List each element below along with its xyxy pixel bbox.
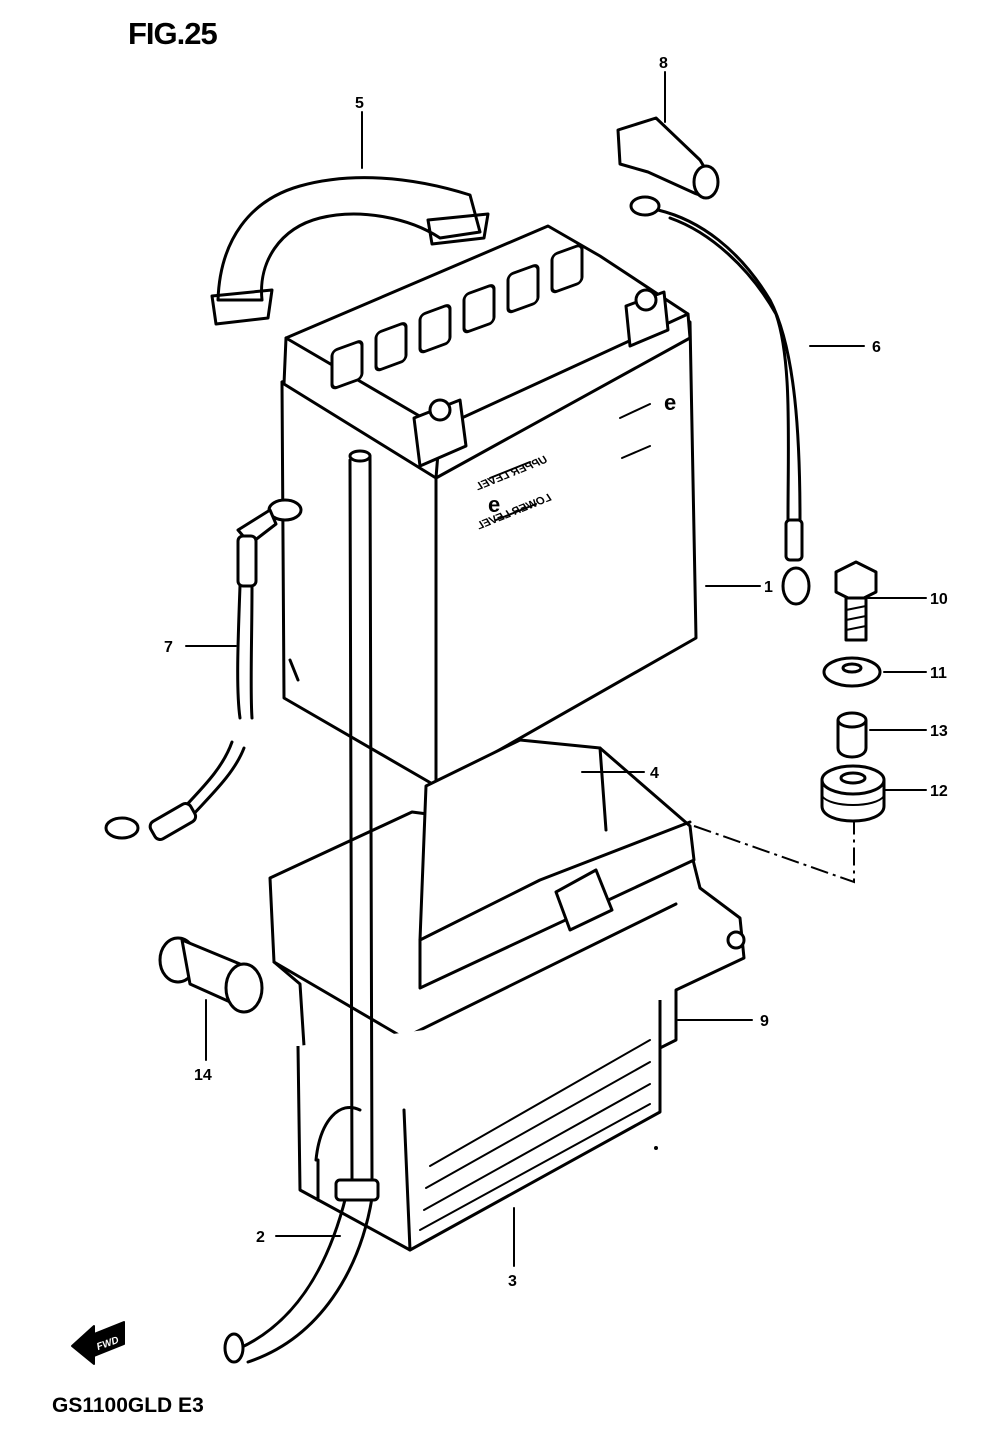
callout-13: 13 xyxy=(930,723,948,740)
print-dot xyxy=(654,1146,658,1150)
washer-part xyxy=(822,656,882,688)
callout-8: 8 xyxy=(659,55,668,72)
e-marking: e xyxy=(488,492,500,517)
model-code: GS1100GLD E3 xyxy=(52,1394,204,1417)
assembly-line xyxy=(693,822,855,884)
fwd-arrow-icon: FWD xyxy=(71,1321,125,1365)
battery-band-strap xyxy=(210,176,490,326)
callout-9: 9 xyxy=(760,1013,769,1030)
callout-10: 10 xyxy=(930,591,948,608)
callout-numbers: 5 8 6 1 7 4 10 11 13 12 9 14 2 3 xyxy=(164,55,948,1290)
negative-lead xyxy=(104,498,303,841)
leader-lines xyxy=(185,71,927,1267)
callout-14: 14 xyxy=(194,1067,212,1084)
bolt-part xyxy=(834,560,878,642)
battery-holder xyxy=(418,738,696,990)
callout-2: 2 xyxy=(256,1229,265,1246)
callout-4: 4 xyxy=(650,765,659,782)
positive-lead xyxy=(629,195,811,606)
breather-hose xyxy=(223,449,380,1364)
cell-caps xyxy=(330,244,584,390)
callout-7: 7 xyxy=(164,639,173,656)
hose-clamp-part xyxy=(158,936,264,1014)
cushion-part xyxy=(820,764,886,823)
callout-12: 12 xyxy=(930,783,948,800)
callout-1: 1 xyxy=(764,579,773,596)
battery-terminals xyxy=(412,288,670,468)
spacer-part xyxy=(836,711,868,759)
figure-title: FIG.25 xyxy=(128,16,218,51)
callout-6: 6 xyxy=(872,339,881,356)
e-marking-2: e xyxy=(664,390,676,415)
callout-11: 11 xyxy=(930,665,947,682)
callout-5: 5 xyxy=(355,95,364,112)
callout-3: 3 xyxy=(508,1273,517,1290)
terminal-cover xyxy=(616,116,720,200)
battery-case xyxy=(296,1000,662,1252)
